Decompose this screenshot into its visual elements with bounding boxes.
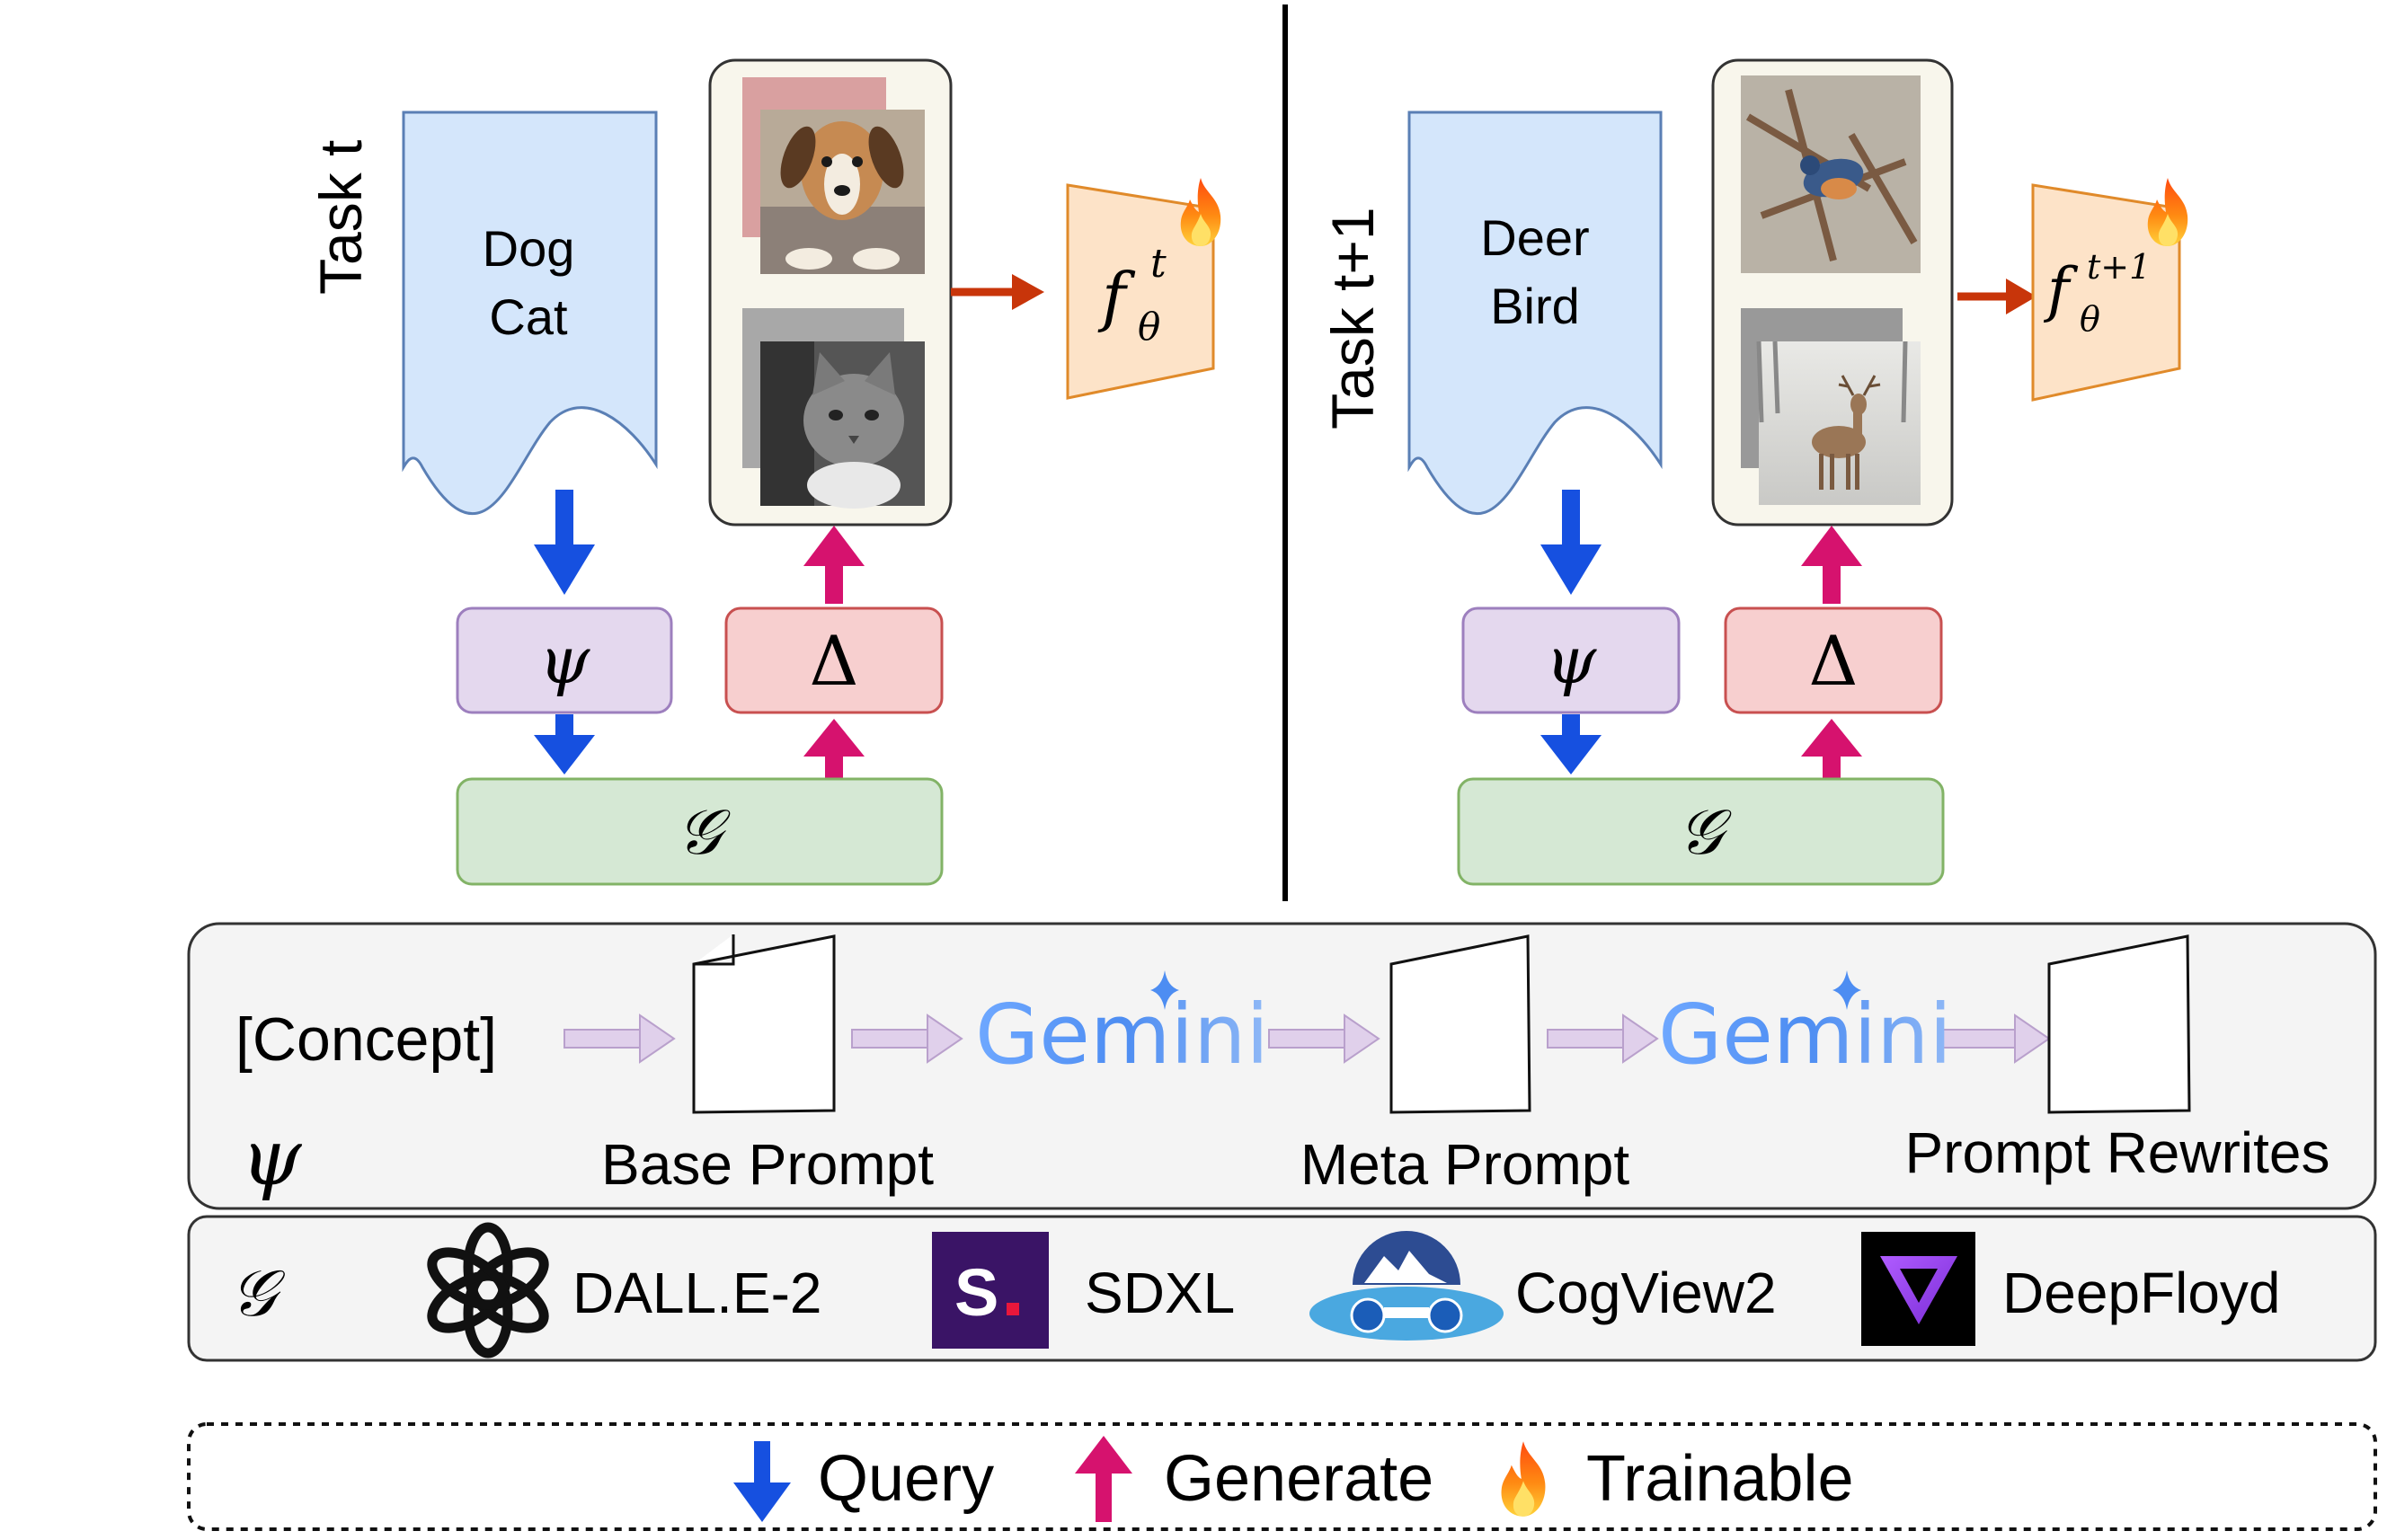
concept-placeholder: [Concept]: [235, 1005, 497, 1074]
task-label: Task t+1: [1319, 207, 1386, 429]
legend-generate-arrow-icon: [1075, 1436, 1132, 1522]
legend-query-label: Query: [818, 1443, 994, 1515]
base-prompt-document-icon: [692, 934, 836, 1114]
task-t-panel: Task t Dog Cat: [307, 58, 1221, 886]
generator-name-cogview: CogView2: [1515, 1261, 1777, 1325]
stability-logo-icon: S: [932, 1232, 1049, 1349]
deer-image: [1741, 308, 1921, 505]
query-function-symbol: ψ: [1546, 623, 1598, 698]
query-function-box: [1461, 606, 1681, 714]
legend-query-arrow-icon: [733, 1441, 791, 1522]
pipeline-arrow: [851, 1013, 963, 1064]
pipeline-arrow: [1939, 1013, 2051, 1064]
legend-trainable-label: Trainable: [1586, 1443, 1854, 1515]
deepfloyd-logo-icon: [1861, 1232, 1975, 1346]
generators-panel: 𝒢 DALL.E-2 S SDXL: [187, 1215, 2377, 1362]
pipeline-arrow: [563, 1013, 676, 1064]
query-arrow: [534, 490, 595, 595]
pipeline-arrow: [1268, 1013, 1380, 1064]
generator-box: [1457, 777, 1945, 886]
generate-arrow: [803, 719, 865, 779]
generate-function-box: [1724, 606, 1943, 714]
prompt-pipeline-panel: [Concept] ψ Gemini Gemini: [187, 922, 2377, 1210]
legend-generate-label: Generate: [1164, 1443, 1433, 1515]
concept-label-2: Cat: [489, 288, 568, 345]
trainable-flame-icon: [2147, 178, 2188, 246]
task-t1-panel: Task t+1 Deer Bird f θ: [1319, 58, 2188, 886]
bird-image: [1741, 75, 1921, 273]
prompt-rewrites-label: Prompt Rewrites: [1905, 1120, 2330, 1185]
generate-function-symbol: Δ: [810, 621, 859, 701]
cogview-logo-icon: [1309, 1231, 1504, 1341]
pipeline-symbol: ψ: [241, 1113, 303, 1203]
model-input-arrowhead: [1012, 274, 1044, 310]
generator-name-deepfloyd: DeepFloyd: [2002, 1261, 2281, 1325]
generator-box: [456, 777, 944, 886]
dog-image: [742, 77, 925, 274]
concept-label-1: Deer: [1480, 209, 1589, 266]
generate-arrow: [803, 526, 865, 604]
concept-label-1: Dog: [483, 220, 575, 277]
concept-document: [402, 111, 658, 516]
model-symbol-sup: t: [1150, 241, 1167, 287]
svg-text:S: S: [954, 1255, 998, 1330]
pipeline-arrow: [1547, 1013, 1659, 1064]
cat-image: [742, 308, 925, 509]
concept-document: [1407, 111, 1663, 516]
gemini-sparkle-icon: [1832, 970, 1861, 1010]
trainable-flame-icon: [1180, 178, 1221, 246]
generate-function-box: [724, 606, 944, 714]
generate-function-symbol: Δ: [1809, 621, 1859, 701]
generator-name-dalle: DALL.E-2: [572, 1261, 821, 1325]
query-function-symbol: ψ: [539, 623, 591, 698]
task-label: Task t: [307, 140, 374, 295]
model-symbol-sub: θ: [2080, 299, 2100, 339]
model-symbol-sub: θ: [1138, 305, 1160, 349]
model-input-arrowhead: [2006, 279, 2036, 314]
legend-panel: Query Generate Trainable: [187, 1422, 2377, 1531]
meta-prompt-document-icon: [1389, 934, 1531, 1114]
prompt-rewrites-document-icon: [2047, 934, 2191, 1114]
query-arrow: [1540, 714, 1602, 774]
query-function-box: [456, 606, 673, 714]
meta-prompt-label: Meta Prompt: [1300, 1132, 1630, 1197]
gemini-logo: Gemini: [1658, 987, 1952, 1083]
gemini-sparkle-icon: [1150, 970, 1179, 1010]
generate-arrow: [1801, 719, 1862, 779]
model-symbol-sup: t+1: [2087, 247, 2151, 287]
gemini-logo: Gemini: [975, 987, 1269, 1083]
query-arrow: [534, 714, 595, 774]
openai-logo-icon: [427, 1222, 549, 1359]
concept-label-2: Bird: [1490, 278, 1580, 334]
base-prompt-label: Base Prompt: [601, 1132, 934, 1197]
trainable-model-box: [1066, 183, 1215, 400]
query-arrow: [1540, 490, 1602, 595]
trainable-model-box: [2031, 183, 2181, 402]
generate-arrow: [1801, 526, 1862, 604]
generator-name-sdxl: SDXL: [1085, 1261, 1235, 1325]
